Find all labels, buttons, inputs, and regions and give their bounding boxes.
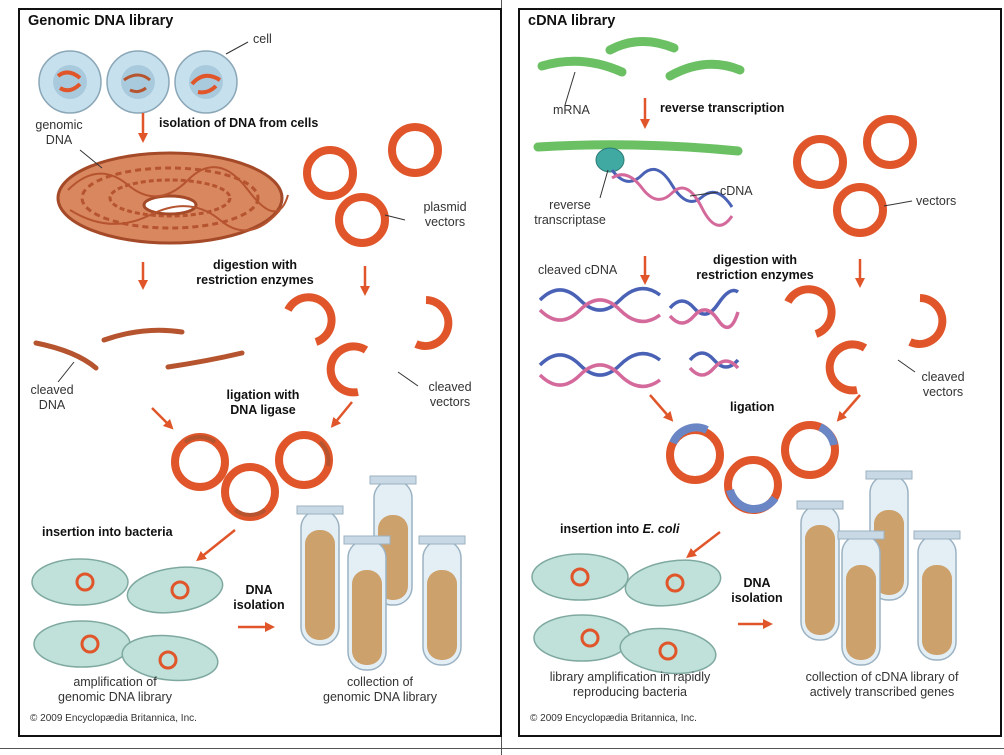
step-insertion: insertion into E. coli bbox=[560, 522, 679, 537]
recombinant-vector-icon bbox=[666, 421, 839, 514]
cell-icon bbox=[174, 50, 238, 114]
bacteria-icon bbox=[531, 553, 722, 675]
mrna-template bbox=[533, 140, 743, 156]
panel-title: cDNA library bbox=[528, 13, 616, 29]
amplification-caption: amplification of genomic DNA library bbox=[58, 675, 172, 704]
step-isolation: isolation of DNA from cells bbox=[159, 116, 319, 130]
vectors-label: vectors bbox=[916, 194, 957, 208]
reverse-transcriptase-label: reverse transcriptase bbox=[534, 198, 606, 227]
mrna-strand bbox=[537, 36, 745, 81]
panel-title: Genomic DNA library bbox=[28, 13, 174, 29]
bacteria-icon bbox=[31, 558, 224, 682]
reverse-transcriptase-icon bbox=[595, 147, 625, 173]
vector-icon bbox=[793, 115, 917, 237]
cdna-diagram-art bbox=[531, 36, 961, 675]
cleaved-vector-icon bbox=[284, 293, 453, 397]
cell-icon bbox=[38, 50, 102, 114]
cleaved-vectors-label: cleaved vectors bbox=[428, 380, 472, 409]
recombinant-plasmid-icon bbox=[171, 431, 333, 521]
step-insertion: insertion into bacteria bbox=[42, 525, 173, 539]
cleaved-dna-fragments bbox=[33, 327, 245, 371]
plasmid-vectors-label: plasmid vectors bbox=[423, 200, 467, 229]
step-digestion: digestion with restriction enzymes bbox=[696, 253, 814, 282]
cdna-label: cDNA bbox=[720, 184, 753, 198]
cleaved-dna-label: cleaved DNA bbox=[30, 383, 74, 412]
dna-isolation-label: DNA isolation bbox=[731, 576, 783, 605]
test-tube-icon bbox=[796, 470, 961, 666]
step-digestion: digestion with restriction enzymes bbox=[196, 258, 314, 287]
genomic-library-panel: Genomic DNA library cell genomic DNA iso… bbox=[18, 8, 502, 737]
step-ligation: ligation with DNA ligase bbox=[226, 388, 300, 417]
collection-caption: collection of cDNA library of actively t… bbox=[805, 670, 959, 699]
cleaved-vectors-label: cleaved vectors bbox=[921, 370, 965, 399]
copyright: © 2009 Encyclopædia Britannica, Inc. bbox=[530, 713, 697, 724]
copyright: © 2009 Encyclopædia Britannica, Inc. bbox=[30, 713, 197, 724]
horizontal-divider bbox=[0, 748, 1004, 749]
step-ligation: ligation bbox=[730, 400, 775, 414]
cdna-library-panel: cDNA library mRNA reverse transcription … bbox=[518, 8, 1002, 737]
collection-caption: collection of genomic DNA library bbox=[323, 675, 437, 704]
cell-icon bbox=[106, 50, 170, 114]
test-tube-icon bbox=[296, 475, 466, 671]
cleaved-vector-icon bbox=[784, 285, 947, 395]
mrna-label: mRNA bbox=[553, 103, 590, 117]
genomic-dna-label: genomic DNA bbox=[35, 118, 83, 147]
step-reverse-transcription: reverse transcription bbox=[660, 101, 785, 115]
genomic-dna-tangle bbox=[56, 151, 289, 245]
cleaved-cdna-label: cleaved cDNA bbox=[538, 263, 618, 277]
amplification-caption: library amplification in rapidly reprodu… bbox=[549, 670, 711, 699]
step-insertion-prefix: insertion into bbox=[560, 522, 643, 536]
cdna-helix bbox=[610, 167, 734, 227]
step-insertion-organism: E. coli bbox=[642, 522, 680, 536]
plasmid-vector-icon bbox=[303, 123, 442, 247]
cleaved-cdna-helices bbox=[538, 286, 740, 389]
dna-isolation-label: DNA isolation bbox=[233, 583, 285, 612]
genomic-diagram-art bbox=[31, 41, 466, 682]
cell-label: cell bbox=[253, 32, 272, 46]
